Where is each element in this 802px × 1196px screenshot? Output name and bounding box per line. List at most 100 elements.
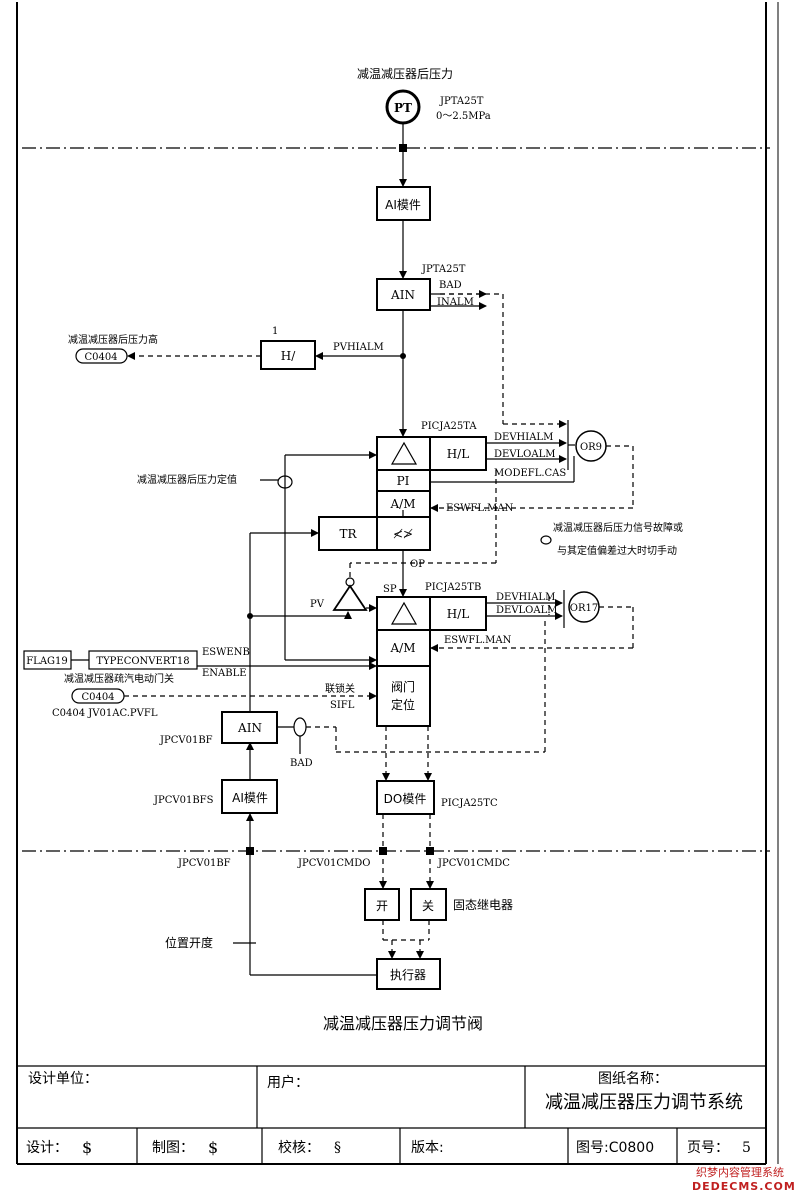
check-value: § xyxy=(334,1140,341,1156)
svg-text:H/L: H/L xyxy=(447,447,470,461)
sifl-label: SIFL xyxy=(330,700,355,711)
watermark: 织梦内容管理系统 DEDECMS.COM xyxy=(692,1165,796,1193)
c0404-ref-1 xyxy=(75,348,128,364)
hl-alarm-block-a xyxy=(429,436,487,471)
position-opening-label: 位置开度 xyxy=(165,935,213,950)
picja25tb-label: PICJA25TB xyxy=(425,582,481,593)
tr-block xyxy=(318,516,378,551)
design-unit-label: 设计单位： xyxy=(28,1071,98,1087)
typeconvert18-block xyxy=(88,650,198,670)
svg-text:H/: H/ xyxy=(281,349,296,363)
valve-positioner xyxy=(376,665,431,727)
relay-open xyxy=(364,888,400,921)
sp-label: SP xyxy=(383,584,397,595)
pt-label: PT xyxy=(394,101,412,115)
bad-label: BAD xyxy=(439,280,462,291)
enable-label: ENABLE xyxy=(202,668,247,679)
actuator-block xyxy=(376,958,441,990)
svg-text:阀门: 阀门 xyxy=(391,679,415,694)
ssr-label: 固态继电器 xyxy=(453,898,513,912)
h-block-num: 1 xyxy=(272,326,278,337)
check-label: 校核： xyxy=(278,1139,320,1156)
picja25ta-label: PICJA25TA xyxy=(421,421,477,432)
svg-text:织梦内容管理系统: 织梦内容管理系统 xyxy=(696,1165,784,1179)
drawing-frame xyxy=(16,2,779,1165)
svg-text:A/M: A/M xyxy=(390,497,416,511)
pv-label: PV xyxy=(310,599,325,610)
user-label: 用户： xyxy=(267,1074,309,1091)
c0404-pvfl: C0404 JV01AC.PVFL xyxy=(52,708,158,719)
drawing-name: 减温减压器压力调节系统 xyxy=(545,1092,743,1113)
draw-value: $ xyxy=(208,1138,218,1157)
op-label: OP xyxy=(410,559,425,570)
modefl-cas: MODEFL.CAS xyxy=(494,468,566,479)
pt-title: 减温减压器后压力 xyxy=(357,67,453,81)
devhialm-b: DEVHIALM xyxy=(496,592,555,603)
svg-text:关: 关 xyxy=(422,899,434,913)
fault-note-1: 减温减压器后压力信号故障或 xyxy=(553,521,683,534)
svg-text:开: 开 xyxy=(376,899,388,913)
svg-text:C0404: C0404 xyxy=(81,692,114,703)
design-value: $ xyxy=(82,1138,92,1157)
picja25tc-label: PICJA25TC xyxy=(441,798,498,809)
svg-text:FLAG19: FLAG19 xyxy=(26,656,68,667)
terminal-marker xyxy=(399,144,407,152)
devhialm-a: DEVHIALM xyxy=(494,432,553,443)
svg-text:AIN: AIN xyxy=(390,288,415,302)
svg-text:OR9: OR9 xyxy=(580,442,602,453)
pt-tag: JPTA25T xyxy=(439,96,484,107)
page-label: 页号： xyxy=(687,1140,729,1156)
svg-text:TR: TR xyxy=(339,527,357,541)
svg-text:DEDECMS.COM: DEDECMS.COM xyxy=(692,1180,796,1193)
diagram-title: 减温减压器压力调节阀 xyxy=(323,1014,483,1033)
valve-fault-text: 减温减压器疏汽电动门关 xyxy=(64,672,174,685)
svg-text:AI模件: AI模件 xyxy=(232,791,268,805)
h-block xyxy=(260,340,316,370)
version-label: 版本: xyxy=(411,1140,444,1156)
jpcv01bf-label: JPCV01BF xyxy=(159,735,213,746)
svg-text:H/L: H/L xyxy=(447,607,470,621)
svg-text:TYPECONVERT18: TYPECONVERT18 xyxy=(96,656,189,667)
svg-text:AIN: AIN xyxy=(237,721,262,735)
svg-text:A/M: A/M xyxy=(390,641,416,655)
setpoint-text: 减温减压器后压力定值 xyxy=(137,473,237,486)
svg-text:PI: PI xyxy=(397,474,410,488)
drawing-no: 图号:C0800 xyxy=(576,1140,654,1156)
inalm-label: INALM xyxy=(437,297,474,308)
interlock-close: 联锁关 xyxy=(325,682,355,695)
jpcv01bf-label-2: JPCV01BF xyxy=(177,858,231,869)
page-value: 5 xyxy=(742,1140,751,1156)
svg-text:AI模件: AI模件 xyxy=(385,198,421,212)
do-module xyxy=(376,780,435,815)
tr-limit-block xyxy=(376,516,431,551)
hl-alarm-block-b xyxy=(429,596,487,631)
jpcv01cmdc-label: JPCV01CMDC xyxy=(437,858,510,869)
fault-note-2: 与其定值偏差过大时切手动 xyxy=(557,544,677,557)
jpcv01cmdo-label: JPCV01CMDO xyxy=(297,858,370,869)
pressure-transmitter: 减温减压器后压力 PT JPTA25T 0～2.5MPa xyxy=(357,67,491,125)
svg-text:定位: 定位 xyxy=(391,697,415,712)
ain-tag-1: JPTA25T xyxy=(421,264,466,275)
svg-text:C0404: C0404 xyxy=(84,352,117,363)
devloalm-a: DEVLOALM xyxy=(494,449,555,460)
svg-text:DO模件: DO模件 xyxy=(384,792,427,806)
drawing-name-label: 图纸名称： xyxy=(598,1071,668,1087)
eswfl-man-a: ESWFL.MAN xyxy=(446,503,514,514)
devloalm-b: DEVLOALM xyxy=(496,605,557,616)
eswfl-man-b: ESWFL.MAN xyxy=(444,635,512,646)
svg-text:执行器: 执行器 xyxy=(390,968,426,982)
jpcv01bfs-label: JPCV01BFS xyxy=(153,795,214,806)
bad-label-2: BAD xyxy=(290,758,313,769)
pvhialm-label: PVHIALM xyxy=(333,342,384,353)
svg-text:≮≯: ≮≯ xyxy=(393,527,413,541)
ai-module-2 xyxy=(221,779,278,814)
svg-text:OR17: OR17 xyxy=(570,603,598,614)
pt-range: 0～2.5MPa xyxy=(436,111,491,122)
design-label: 设计： xyxy=(26,1140,68,1156)
pressure-high-text: 减温减压器后压力高 xyxy=(68,333,158,346)
title-block: 设计单位： 用户： 图纸名称： 减温减压器压力调节系统 设计： $ 制图： $ … xyxy=(17,1065,766,1164)
draw-label: 制图： xyxy=(152,1140,194,1156)
eswenb-label: ESWENB xyxy=(202,647,250,658)
pv-buffer xyxy=(332,584,368,611)
